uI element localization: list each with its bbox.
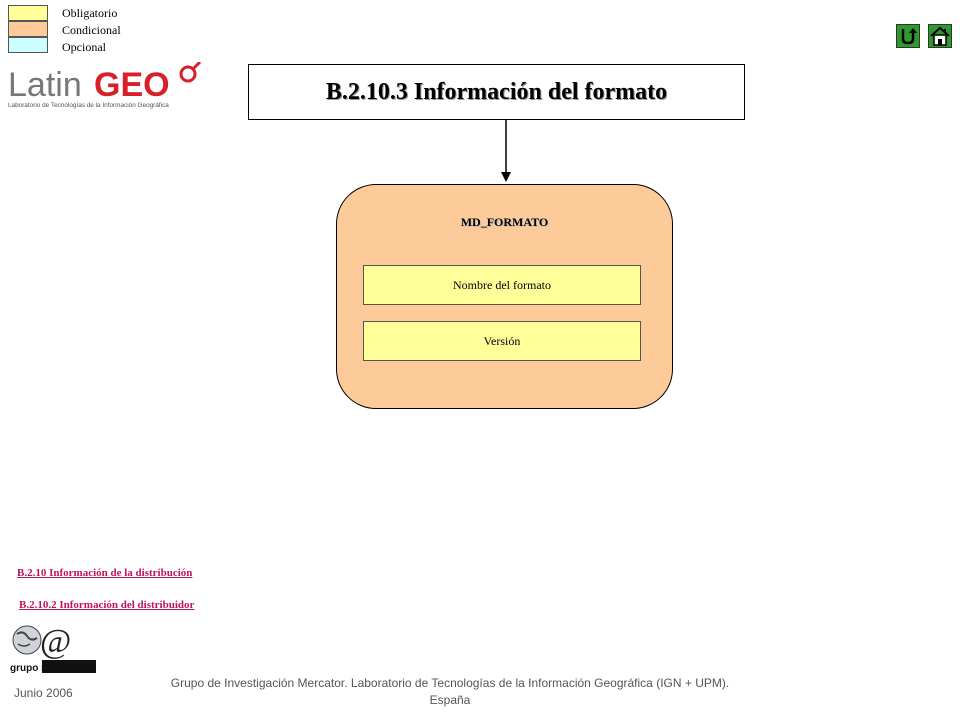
logo-tagline: Laboratorio de Tecnologías de la Informa…: [8, 102, 169, 109]
home-button[interactable]: [928, 24, 952, 48]
title-box: B.2.10.3 Información del formato: [248, 64, 745, 120]
back-button[interactable]: [896, 24, 920, 48]
u-turn-icon: [897, 25, 919, 47]
footer-line-2: España: [429, 693, 471, 707]
logo-prefix: Latin: [8, 66, 82, 104]
legend-swatch-opcional: [8, 37, 48, 53]
legend-label-condicional: Condicional: [62, 23, 121, 37]
attribute-version: Versión: [363, 321, 641, 361]
attribute-nombre-del-formato: Nombre del formato: [363, 265, 641, 305]
mercator-text: grupo mercator: [10, 663, 84, 674]
link-informacion-distribuidor[interactable]: B.2.10.2 Información del distribuidor: [19, 599, 195, 611]
footer-line-1: Grupo de Investigación Mercator. Laborat…: [170, 676, 730, 690]
link-informacion-distribucion[interactable]: B.2.10 Información de la distribución: [17, 567, 193, 579]
entity-md-formato: MD_FORMATO Nombre del formato Versión: [336, 184, 673, 409]
footer-credits: Grupo de Investigación Mercator. Laborat…: [140, 675, 760, 709]
legend-swatch-obligatorio: [8, 5, 48, 21]
legend-label-obligatorio: Obligatorio: [62, 6, 118, 20]
home-icon: [929, 25, 951, 47]
legend-swatch-condicional: [8, 21, 48, 37]
mercator-logo: @ grupo mercator: [10, 622, 98, 676]
logo-suffix: GEO: [94, 66, 170, 104]
legend-label-opcional: Opcional: [62, 40, 106, 54]
footer-date: Junio 2006: [14, 686, 73, 700]
latingeo-logo: Latin GEO Laboratorio de Tecnologías de …: [6, 60, 206, 112]
connector-arrow: [501, 120, 511, 182]
page-title: B.2.10.3 Información del formato: [325, 78, 668, 105]
entity-name: MD_FORMATO: [460, 215, 549, 229]
svg-text:@: @: [40, 623, 71, 660]
